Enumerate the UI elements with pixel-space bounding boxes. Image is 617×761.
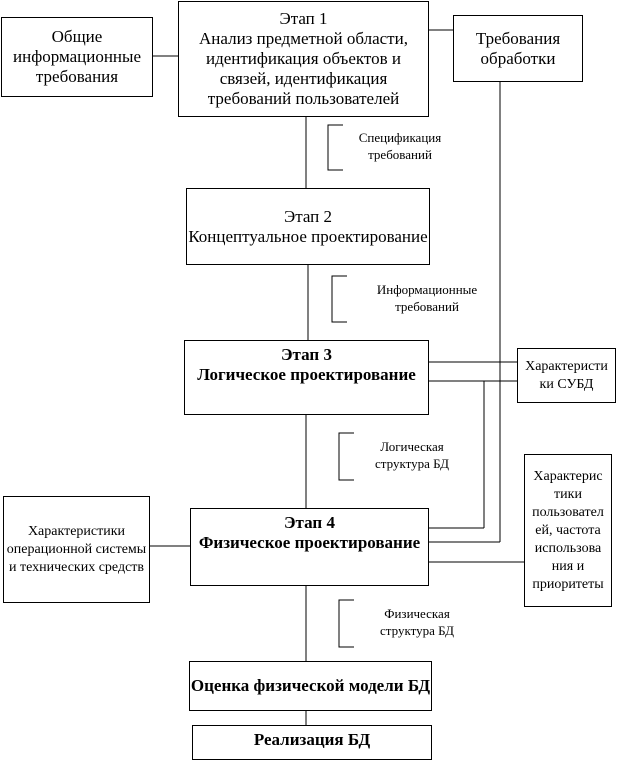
implementation-box: Реализация БД [192,725,432,760]
spec-requirements-label: Спецификация требований [358,130,442,162]
stage3-title: Этап 3 [281,345,332,364]
dbms-characteristics-box: Характеристи ки СУБД [517,348,616,403]
logical-structure-label: Логическая структура БД [375,439,449,471]
evaluation-text: Оценка физической модели БД [190,676,431,695]
stage2-box: Этап 2 Концептуальное проектирование [186,188,430,265]
os-characteristics-box: Характеристики операционной системы и те… [3,496,150,603]
info-requirements-label: Информационные требований [376,282,478,314]
stage3-box: Этап 3 Логическое проектирование [184,340,429,415]
general-requirements-box: Общие информационные требования [1,17,153,97]
stage4-box: Этап 4 Физическое проектирование [190,508,429,586]
stage4-title: Этап 4 [284,513,335,532]
general-requirements-text: Общие информационные требования [13,27,141,86]
stage1-title: Этап 1 [279,9,328,28]
os-characteristics-text: Характеристики операционной системы и те… [6,523,147,575]
processing-requirements-text: Требования обработки [475,28,561,68]
dbms-characteristics-line1: Характеристи [525,358,608,374]
stage1-box: Этап 1 Анализ предметной области, иденти… [178,1,429,117]
user-characteristics-text: Характерис тики пользовател ей, частота … [532,468,604,592]
implementation-text: Реализация БД [253,730,371,749]
physical-structure-label: Физическая структура БД [380,606,454,638]
user-characteristics-box: Характерис тики пользовател ей, частота … [524,454,612,607]
stage2-title: Этап 2 [283,206,333,226]
stage3-text: Логическое проектирование [197,365,416,384]
stage4-text: Физическое проектирование [198,533,421,552]
dbms-characteristics-line2: ки СУБД [539,376,594,392]
stage1-text: Анализ предметной области, идентификация… [199,29,408,108]
evaluation-box: Оценка физической модели БД [189,661,432,711]
processing-requirements-box: Требования обработки [453,15,583,82]
stage2-text: Концептуальное проектирование [188,226,428,246]
